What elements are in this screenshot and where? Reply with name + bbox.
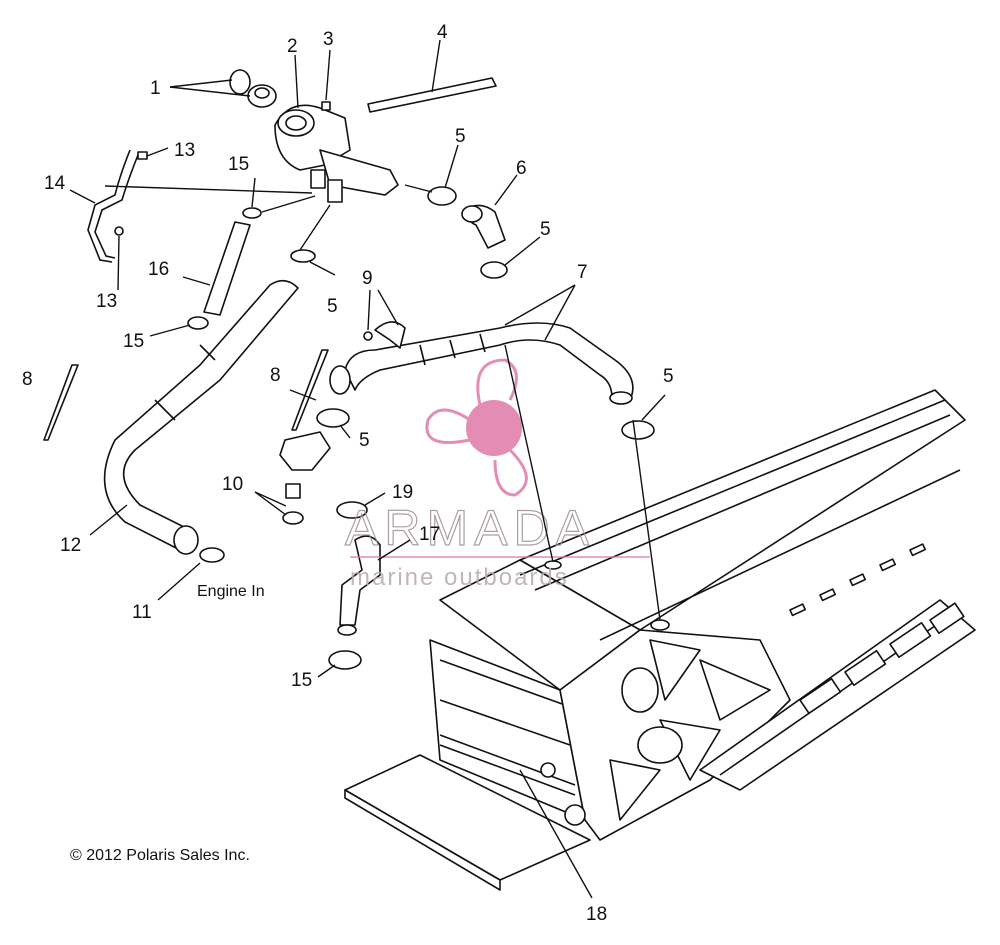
callout-5-b: 5 <box>540 219 551 240</box>
part-3-screw <box>321 101 331 111</box>
callout-8-b: 8 <box>270 365 281 386</box>
callout-5-c: 5 <box>327 296 338 317</box>
callout-4: 4 <box>437 22 448 43</box>
callout-15-c: 15 <box>291 670 312 691</box>
copyright-notice: © 2012 Polaris Sales Inc. <box>70 847 250 864</box>
part-14-bypass-hose <box>87 149 139 263</box>
part-12-engine-hose <box>103 279 299 555</box>
part-7-radiator-hose <box>329 322 634 405</box>
callout-10: 10 <box>222 474 243 495</box>
callout-13-b: 13 <box>96 291 117 312</box>
part-2-thermostat-housing <box>274 104 399 203</box>
part-9-clip-bracket <box>363 321 406 349</box>
tunnel-chassis <box>344 389 976 891</box>
callout-13-a: 13 <box>174 140 195 161</box>
part-5-hose-clamps <box>290 186 655 440</box>
callout-15-b: 15 <box>123 331 144 352</box>
callout-6: 6 <box>516 158 527 179</box>
part-1-cap-and-gasket <box>229 69 277 108</box>
callout-7: 7 <box>577 262 588 283</box>
tunnel-slots <box>789 543 927 617</box>
callout-8-a: 8 <box>22 369 33 390</box>
part-8-cable-ties <box>43 349 329 441</box>
callout-18: 18 <box>586 904 607 925</box>
callout-16: 16 <box>148 259 169 280</box>
part-19-clamp <box>336 501 368 519</box>
callout-3: 3 <box>323 29 334 50</box>
callout-1: 1 <box>150 78 161 99</box>
part-17-elbow-hose <box>337 535 381 636</box>
rail-cutouts <box>799 602 965 715</box>
callout-5-a: 5 <box>455 126 466 147</box>
callout-12: 12 <box>60 535 81 556</box>
callout-17: 17 <box>419 524 440 545</box>
callout-5-e: 5 <box>663 366 674 387</box>
part-16-hose <box>203 221 251 316</box>
watermark: ARMADA marine outboards <box>344 358 650 591</box>
watermark-brand: ARMADA <box>345 500 595 556</box>
callout-14: 14 <box>44 173 66 194</box>
callout-numbers: 1 2 3 4 5 5 5 5 5 6 7 8 8 9 10 11 12 13 … <box>22 22 674 925</box>
propeller-logo-icon <box>425 358 528 497</box>
callout-5-d: 5 <box>359 430 370 451</box>
leader-lines <box>69 39 666 899</box>
engine-in-label: Engine In <box>197 583 265 600</box>
callout-15-a: 15 <box>228 154 249 175</box>
part-11-clamp <box>199 547 225 563</box>
callout-19: 19 <box>392 482 413 503</box>
callout-2: 2 <box>287 36 298 57</box>
watermark-tagline: marine outboards <box>350 564 569 591</box>
part-6-elbow-hose <box>461 204 506 249</box>
callout-11: 11 <box>132 602 152 623</box>
part-4-rod <box>367 77 497 113</box>
part-15-clamps <box>187 207 362 670</box>
part-13-fittings <box>114 151 148 236</box>
callout-9: 9 <box>362 268 373 289</box>
outlet-housing <box>279 431 331 471</box>
part-10-thermostat <box>282 483 304 525</box>
